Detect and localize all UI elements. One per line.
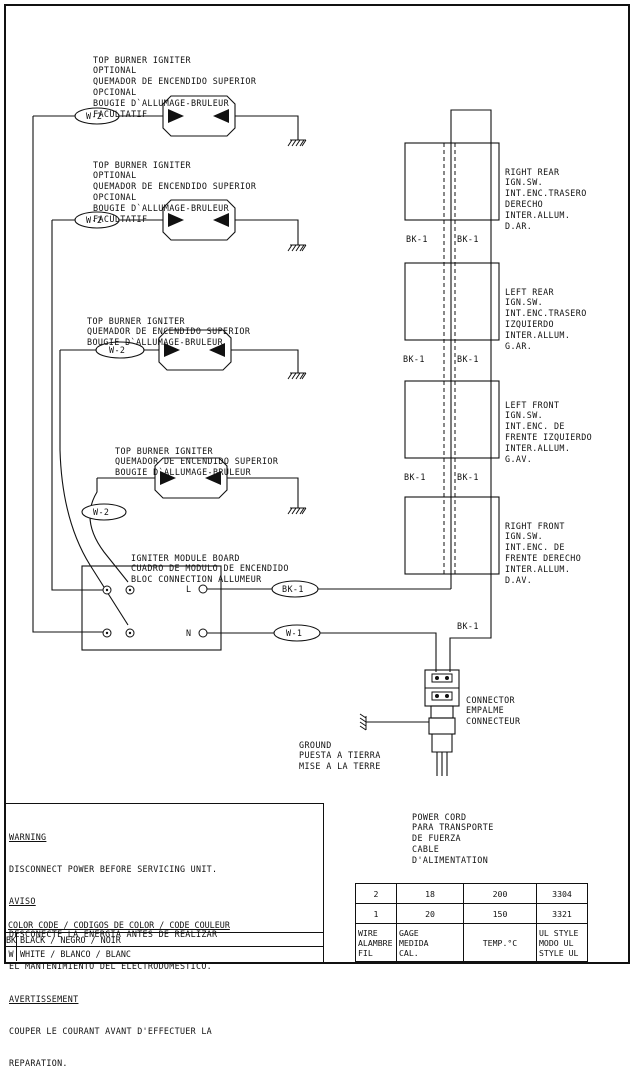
label-bk1-a: BK-1 — [406, 234, 428, 244]
oval-w2-4 — [81, 503, 127, 521]
color-row-black: BK BLACK / NEGRO / NOIR — [6, 932, 323, 947]
label-w2-1: W-2 — [86, 111, 103, 121]
switch-right-rear — [404, 142, 500, 221]
switch-feed — [449, 109, 492, 672]
module-box — [81, 565, 222, 651]
wiring-lines — [32, 95, 500, 776]
wire-left-2 — [51, 220, 103, 591]
label-bk1-e: BK-1 — [404, 472, 426, 482]
label-bk1-b: BK-1 — [457, 234, 479, 244]
label-w2-4: W-2 — [93, 507, 110, 517]
wire-n — [207, 632, 437, 672]
label-l: L — [186, 584, 192, 594]
igniter-3-lead — [60, 349, 299, 373]
label-bk1-oval: BK-1 — [282, 584, 304, 594]
diagram-frame — [4, 4, 630, 964]
label-bk1-g: BK-1 — [457, 621, 479, 631]
igniter-2-housing — [162, 199, 236, 241]
oval-w2-1 — [74, 107, 120, 125]
oval-w1 — [273, 624, 321, 642]
color-row-white: W WHITE / BLANCO / BLANC — [6, 946, 323, 961]
igniter-1-housing — [162, 95, 236, 137]
igniter-2-lead — [52, 219, 299, 245]
wire-left-3 — [59, 350, 129, 626]
color-code-table: COLOR CODE / CODIGOS DE COLOR / CODE COU… — [6, 918, 323, 962]
switch-left-rear — [404, 262, 500, 341]
wire-table-row: 2 18 200 3304 — [355, 883, 588, 904]
oval-w2-3 — [95, 341, 145, 359]
label-bk1-d: BK-1 — [457, 354, 479, 364]
switch-left-front — [404, 380, 500, 459]
igniter-3-housing — [158, 329, 232, 371]
label-bk1-f: BK-1 — [457, 472, 479, 482]
oval-bk1 — [271, 580, 319, 598]
oval-w2-2 — [74, 211, 120, 229]
igniter-1-lead — [33, 115, 299, 140]
switch-right-front — [404, 496, 500, 575]
igniter-4-lead — [97, 477, 299, 508]
label-w2-3: W-2 — [109, 345, 126, 355]
wire-left-1 — [32, 116, 103, 633]
label-n: N — [186, 628, 192, 638]
wire-spec-table: 2 18 200 3304 1 20 150 3321 WIRE ALAMBRE… — [355, 883, 588, 962]
label-w2-2: W-2 — [86, 215, 103, 225]
label-w1-oval: W-1 — [286, 628, 303, 638]
igniter-4-housing — [154, 457, 228, 499]
wire-table-header: WIRE ALAMBRE FIL GAGE MEDIDA CAL. TEMP.°… — [355, 923, 588, 962]
wire-left-4 — [89, 478, 129, 583]
wire-table-row: 1 20 150 3321 — [355, 903, 588, 924]
color-code-header: COLOR CODE / CODIGOS DE COLOR / CODE COU… — [8, 920, 230, 930]
label-bk1-c: BK-1 — [403, 354, 425, 364]
